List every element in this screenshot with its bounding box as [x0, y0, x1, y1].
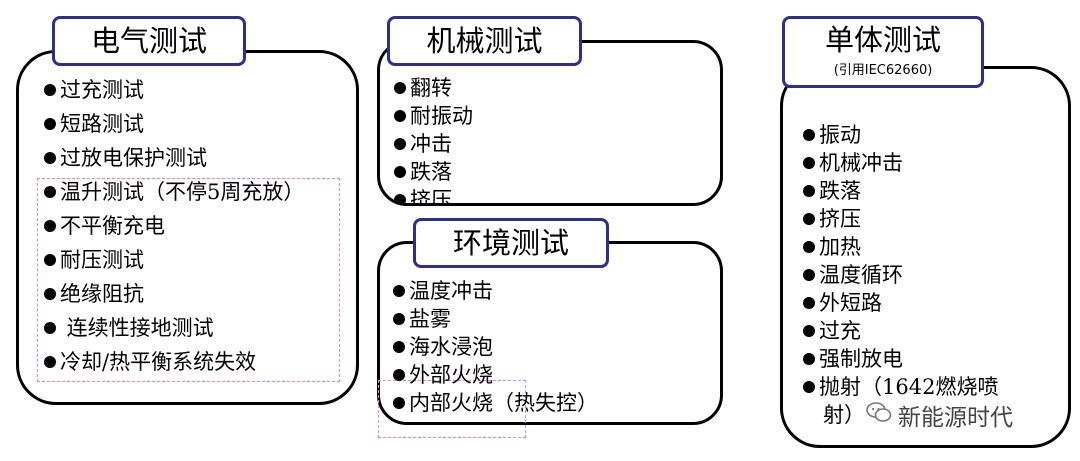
list-item: 温度循环	[803, 261, 998, 289]
bullet-icon	[803, 241, 815, 253]
bullet-icon	[803, 297, 815, 309]
cell-tests-box	[780, 66, 1071, 448]
bullet-icon	[803, 325, 815, 337]
environmental-tests-title: 环境测试	[452, 225, 569, 260]
list-item: 外部火烧	[393, 361, 598, 389]
bullet-icon	[803, 157, 815, 169]
bullet-icon	[394, 82, 406, 94]
electrical-tests-title: 电气测试	[90, 23, 207, 58]
cell-tests-subtitle: (引用IEC62660)	[833, 63, 933, 78]
electrical-tests-label: 电气测试	[52, 16, 246, 66]
list-item: 内部火烧（热失控）	[393, 389, 598, 417]
list-item-continuation: 射）	[823, 403, 865, 427]
bullet-icon	[44, 356, 56, 368]
mechanical-tests-title: 机械测试	[426, 23, 543, 58]
list-item: 耐压测试	[44, 243, 304, 277]
list-item: 海水浸泡	[393, 333, 598, 361]
list-item: 强制放电	[803, 345, 998, 373]
environmental-tests-label: 环境测试	[413, 218, 609, 268]
list-item: 机械冲击	[803, 149, 998, 177]
bullet-icon	[393, 341, 405, 353]
watermark: 新能源时代	[866, 398, 1013, 432]
list-item: 连续性接地测试	[44, 311, 304, 345]
bullet-icon	[803, 185, 815, 197]
wechat-icon	[866, 401, 892, 429]
list-item: 挤压	[394, 186, 473, 203]
bullet-icon	[44, 84, 56, 96]
environmental-tests-list: 温度冲击 盐雾 海水浸泡 外部火烧 内部火烧（热失控）	[393, 277, 598, 417]
list-item: 过充测试	[44, 73, 304, 107]
bullet-icon	[803, 129, 815, 141]
bullet-icon	[803, 213, 815, 225]
watermark-text: 新能源时代	[898, 405, 1013, 431]
bullet-icon	[44, 288, 56, 300]
cell-tests-label: 单体测试 (引用IEC62660)	[782, 16, 984, 88]
bullet-icon	[394, 166, 406, 178]
list-item: 不平衡充电	[44, 209, 304, 243]
highlight-dashed-frame	[37, 178, 340, 382]
list-item: 绝缘阻抗	[44, 277, 304, 311]
bullet-icon	[394, 138, 406, 150]
mechanical-tests-list: 翻转 耐振动 冲击 跌落 挤压	[394, 74, 473, 203]
list-item: 温升测试（不停5周充放）	[44, 175, 304, 209]
bullet-icon	[44, 118, 56, 130]
list-item: 短路测试	[44, 107, 304, 141]
cell-tests-list: 振动 机械冲击 跌落 挤压 加热 温度循环 外短路 过充 强制放电 抛射（164…	[803, 121, 998, 429]
wechat-icon-graphic	[866, 402, 892, 422]
environmental-tests-box	[377, 241, 723, 425]
mechanical-tests-label: 机械测试	[387, 16, 582, 66]
bullet-icon	[44, 254, 56, 266]
bullet-icon	[393, 313, 405, 325]
list-item: 盐雾	[393, 305, 598, 333]
bullet-icon	[803, 353, 815, 365]
bullet-icon	[44, 186, 56, 198]
list-item: 振动	[803, 121, 998, 149]
bullet-icon	[394, 110, 406, 122]
electrical-tests-box	[16, 50, 359, 405]
electrical-tests-list: 过充测试 短路测试 过放电保护测试 温升测试（不停5周充放） 不平衡充电 耐压测…	[44, 73, 304, 379]
list-item: 冷却/热平衡系统失效	[44, 345, 304, 379]
bullet-icon	[803, 381, 815, 393]
bullet-icon	[44, 220, 56, 232]
list-item: 跌落	[803, 177, 998, 205]
bullet-icon	[803, 269, 815, 281]
list-item: 跌落	[394, 158, 473, 186]
list-item: 外短路	[803, 289, 998, 317]
list-item: 温度冲击	[393, 277, 598, 305]
list-item: 过放电保护测试	[44, 141, 304, 175]
list-item: 挤压	[803, 205, 998, 233]
bullet-icon	[394, 194, 406, 203]
bullet-icon	[393, 369, 405, 381]
bullet-icon	[393, 285, 405, 297]
list-item: 耐振动	[394, 102, 473, 130]
bullet-icon	[44, 152, 56, 164]
list-item: 过充	[803, 317, 998, 345]
list-item: 冲击	[394, 130, 473, 158]
list-item: 翻转	[394, 74, 473, 102]
list-item: 加热	[803, 233, 998, 261]
bullet-icon	[393, 397, 405, 409]
mechanical-tests-box: 翻转 耐振动 冲击 跌落 挤压	[377, 40, 723, 206]
bullet-icon	[44, 322, 56, 334]
list-item: 抛射（1642燃烧喷	[803, 373, 998, 401]
highlight-dashed-frame	[378, 380, 526, 438]
cell-tests-title: 单体测试	[824, 23, 941, 57]
